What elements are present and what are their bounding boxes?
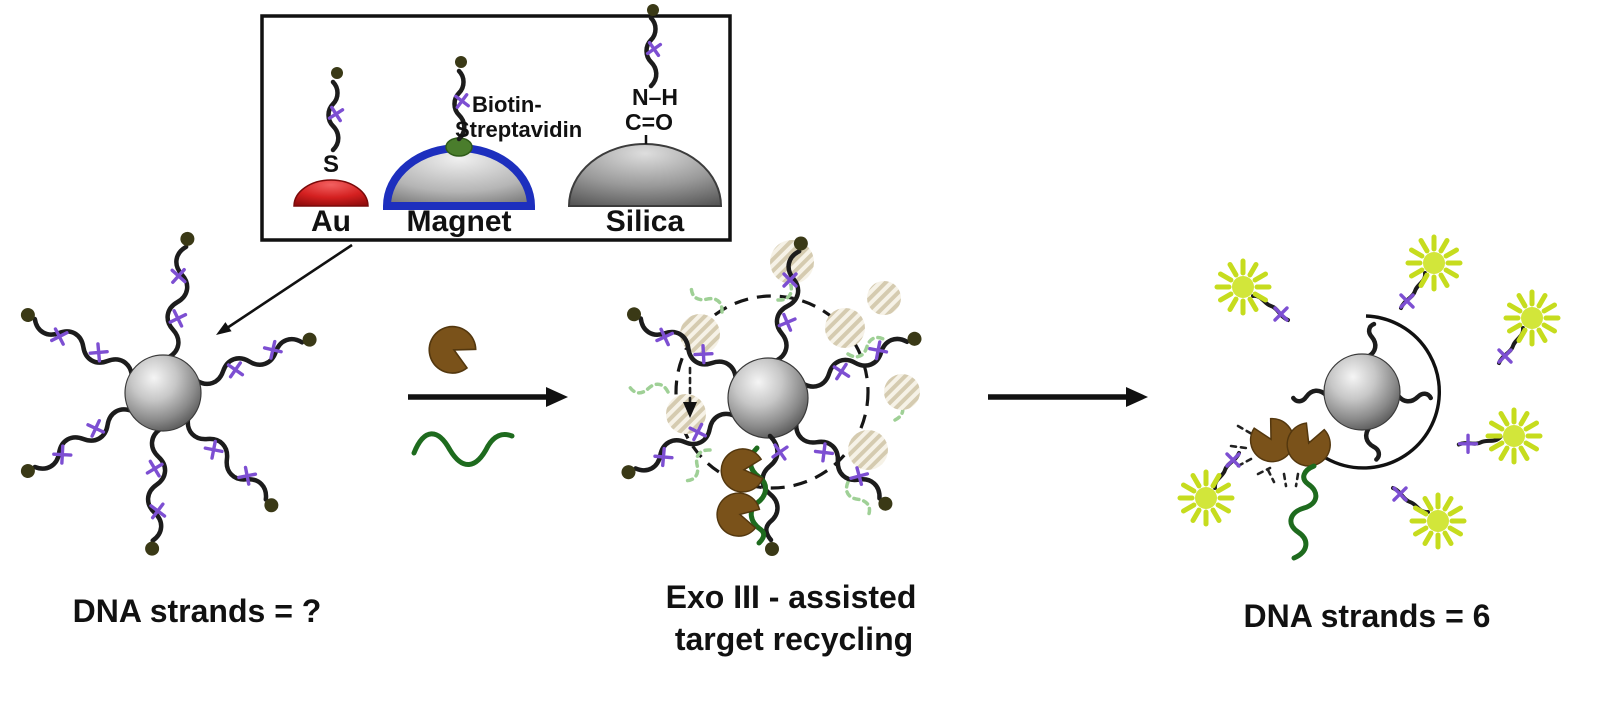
dna-strand [623, 302, 741, 386]
thiol-probe-strand [326, 79, 341, 153]
nanoparticle-core [727, 357, 809, 439]
purple-cross-mark [771, 443, 789, 461]
gold-surface-group: S Au [293, 67, 369, 238]
fluorescence-burst [1408, 237, 1460, 289]
digestion-dashed-arrow [683, 366, 697, 418]
strand-end-dot [455, 56, 467, 68]
digested-probe-circle [825, 308, 865, 348]
purple-cross-mark [645, 40, 663, 58]
fluorescent-released-strand [1217, 261, 1290, 322]
dna-functionalized-nanoparticle [17, 230, 320, 556]
exo-iii-recycling-complex [618, 235, 925, 556]
fluorescent-released-strand [1391, 486, 1464, 547]
left-caption: DNA strands = ? [73, 593, 322, 629]
reaction-arrow-2 [988, 387, 1148, 407]
biotin-streptavidin-label-line1: Biotin- [472, 92, 542, 117]
fluorescent-released-strand [1399, 237, 1460, 310]
right-caption: DNA strands = 6 [1244, 598, 1491, 634]
digested-probe-circle [680, 314, 720, 354]
silica-hemisphere [567, 143, 723, 207]
biotin-probe-strand [452, 68, 467, 142]
middle-caption-line2: target recycling [675, 621, 913, 657]
digested-fragment [625, 377, 671, 400]
strand-end-dot [647, 4, 659, 16]
exo-iii-enzyme [420, 318, 482, 381]
probe-target-duplex [712, 433, 789, 556]
dna-strand [193, 328, 319, 390]
dna-strand [17, 303, 137, 384]
signal-readout-group [1180, 237, 1558, 561]
magnet-label: Magnet [407, 205, 512, 238]
fluorescence-burst [1180, 472, 1232, 524]
dna-strand [790, 416, 898, 516]
target-dna-strand [411, 431, 515, 467]
fluorescent-released-strand [1180, 451, 1241, 524]
purple-cross-mark [454, 93, 470, 109]
dna-strand [142, 428, 171, 556]
reaction-arrow-1 [408, 318, 568, 467]
enzyme-release-group [1229, 411, 1337, 488]
cleaved-strand-stub [1397, 391, 1431, 403]
nanoparticle-core [1323, 353, 1401, 431]
fluorescent-released-strand [1497, 292, 1558, 365]
strand-end-dot [331, 67, 343, 79]
cleaved-strand-stub [1293, 390, 1327, 402]
nanoparticle-core [124, 354, 202, 432]
inset-pointer-arrow [216, 243, 353, 335]
dna-strand [181, 412, 284, 517]
amide-nh-label: N–H [632, 84, 678, 110]
gold-label: Au [311, 205, 351, 238]
biotin-streptavidin-label-line2: Streptavidin [455, 117, 582, 142]
gold-hemisphere [293, 179, 369, 207]
silica-surface-group: N–H C=O Silica [567, 4, 723, 238]
released-target-strand [1288, 463, 1319, 561]
digested-probe-circle [884, 374, 920, 410]
digested-fragment [841, 477, 875, 522]
fluorescence-burst [1506, 292, 1558, 344]
thiol-bond-label: S [323, 151, 339, 178]
cleaved-strand-stub [1364, 426, 1380, 460]
fluorescence-burst [1412, 495, 1464, 547]
fluorescent-released-strand [1459, 410, 1540, 462]
surface-chemistry-inset: S Au Biotin- Streptavidin Magnet N–H C=O… [216, 4, 732, 335]
fluorescence-burst [1217, 261, 1269, 313]
digested-probe-circle [770, 240, 814, 284]
magnet-surface-group: Biotin- Streptavidin Magnet [382, 56, 582, 238]
strand-end-dot [765, 542, 779, 556]
cleaved-strand-stub [1365, 323, 1380, 357]
exo-iii-enzyme [712, 488, 763, 541]
digested-probe-circle [867, 281, 901, 315]
silica-label: Silica [606, 205, 685, 238]
amide-co-label: C=O [625, 109, 673, 135]
dna-strand [159, 230, 199, 359]
purple-cross-mark [327, 105, 345, 123]
recycling-dashed-circle [674, 294, 870, 490]
amide-probe-strand [644, 15, 659, 89]
fluorescence-burst [1488, 410, 1540, 462]
exo-iii-enzyme [718, 446, 765, 495]
middle-caption-line1: Exo III - assisted [666, 579, 917, 615]
dna-strand [17, 402, 137, 483]
digested-probe-circle [848, 430, 888, 470]
